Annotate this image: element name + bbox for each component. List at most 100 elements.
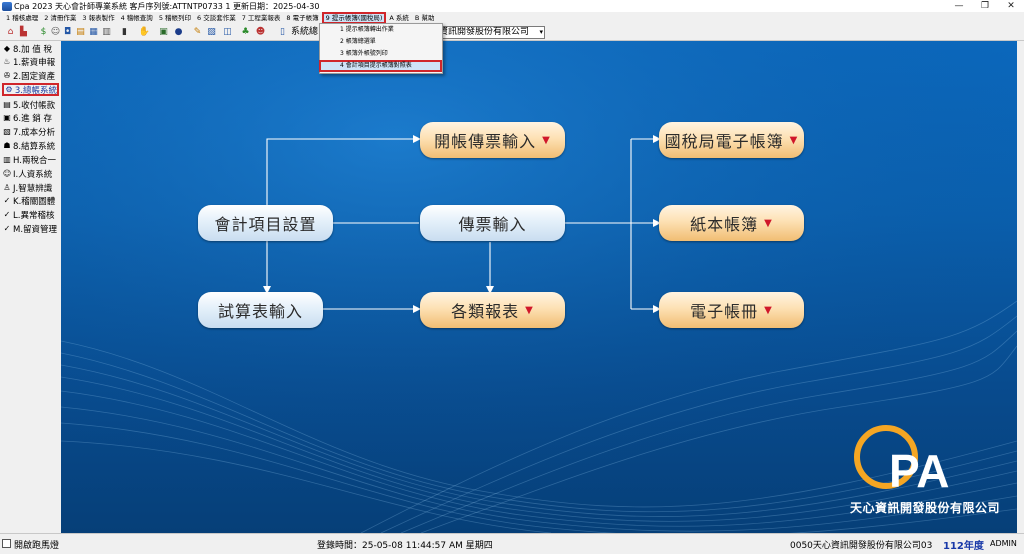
home-icon[interactable]: ⌂ [7, 27, 14, 37]
report-icon[interactable]: ▤ [76, 27, 85, 37]
sidebar-item-payment[interactable]: ▤5.收付帳款 [2, 98, 59, 111]
maximize-button[interactable]: ❐ [980, 1, 990, 11]
close-button[interactable]: ✕ [1007, 1, 1015, 11]
ledger-icon: ⚙ [5, 85, 13, 94]
opening-voucher-button[interactable]: 開帳傳票輸入 ▼ [420, 122, 565, 158]
company-select[interactable]: 資訊開發股份有限公司 ▾ [436, 26, 545, 39]
marquee-label: 開啟跑馬燈 [14, 541, 60, 551]
menu-audit[interactable]: 1 稽核處理 [6, 14, 39, 22]
user-icon[interactable]: ☺ [50, 27, 61, 37]
hr-icon: ☺ [2, 169, 12, 178]
dropdown-account-mapping[interactable]: 4 會計項目提示帳簿對照表 [319, 60, 442, 72]
sidebar-item-check[interactable]: ✓K.稽關圖體 [2, 194, 59, 207]
building-icon[interactable]: ▙ [20, 27, 27, 37]
book-icon[interactable]: ▮ [122, 27, 127, 37]
sidebar-item-label: 6.進 銷 存 [13, 113, 53, 124]
sidebar-item-ai[interactable]: ♙J.智慧辨識 [2, 181, 59, 194]
fiscal-year: 112年度 [943, 541, 984, 552]
sidebar-item-label: L.異常稽核 [13, 210, 55, 221]
account-setup-button[interactable]: 會計項目設置 [198, 205, 333, 241]
cost-icon: ▧ [3, 127, 11, 136]
menu-query[interactable]: 4 稽帳查詢 [120, 14, 153, 22]
manage-icon: ✓ [3, 224, 11, 233]
menu-list[interactable]: 2 清冊作業 [44, 14, 77, 22]
tree-icon[interactable]: ♣ [241, 27, 250, 37]
sidebar-item-tax2[interactable]: ▥H.兩稅合一 [2, 153, 59, 166]
reports-label: 各類報表 [451, 302, 520, 321]
marquee-checkbox[interactable] [2, 539, 11, 548]
voucher-input-button[interactable]: 傳票輸入 [420, 205, 565, 241]
sidebar-item-label: 7.成本分析 [13, 127, 56, 138]
document-icon[interactable]: ▥ [102, 27, 111, 37]
login-time: 登錄時間：25-05-08 11:44:57 AM 星期四 [317, 541, 493, 551]
sidebar-item-label: 8.結算系統 [13, 141, 56, 152]
sidebar-item-label: 8.加 值 稅 [13, 44, 53, 55]
sidebar-item-label: 1.薪資申報 [13, 57, 56, 68]
menu-engineering[interactable]: 7 工程業報表 [241, 14, 281, 22]
sidebar-item-cost[interactable]: ▧7.成本分析 [2, 125, 59, 138]
sidebar-item-inventory[interactable]: ▣6.進 銷 存 [2, 111, 59, 124]
opening-voucher-label: 開帳傳票輸入 [434, 132, 537, 151]
sidebar: ◆8.加 值 稅 ♨1.薪資申報 ✇2.固定資產 ⚙3.總帳系統 ▤5.收付帳款… [0, 41, 60, 533]
sidebar-item-settle[interactable]: ☗8.結算系統 [2, 139, 59, 152]
globe-icon[interactable]: ● [174, 27, 183, 37]
chart-icon[interactable]: ▧ [207, 27, 216, 37]
e-book-label: 電子帳冊 [690, 302, 759, 321]
money-icon[interactable]: $ [40, 27, 47, 37]
check2-icon: ✓ [3, 210, 11, 219]
e-book-button[interactable]: 電子帳冊 ▼ [659, 292, 804, 328]
brand-company-name: 天心資訊開發股份有限公司 [850, 501, 1001, 515]
user-name: ADMIN [990, 539, 1017, 548]
sidebar-item-vat[interactable]: ◆8.加 值 稅 [2, 42, 59, 55]
sidebar-item-anomaly[interactable]: ✓L.異常稽核 [2, 208, 59, 221]
window-title: Cpa 2023 天心會計師專業系統 客戶序列號:ATTNTP0733 1 更新… [14, 1, 320, 11]
car-icon[interactable]: ◘ [63, 27, 72, 37]
menu-exchange[interactable]: 6 交談套作業 [197, 14, 236, 22]
company-select-value: 資訊開發股份有限公司 [439, 27, 530, 37]
triangle-down-icon: ▼ [764, 217, 773, 229]
shake-icon[interactable]: ✋ [138, 27, 151, 37]
menu-print[interactable]: 5 稽帳列印 [158, 14, 192, 22]
reports-button[interactable]: 各類報表 ▼ [420, 292, 565, 328]
sidebar-item-hr[interactable]: ☺I.人資系統 [2, 167, 59, 180]
settle-icon: ☗ [3, 141, 11, 150]
dropdown-export[interactable]: 1 提示帳簿轉出作業 [340, 26, 394, 33]
menu-e-ledger[interactable]: 8 電子帳簿 [286, 14, 319, 22]
dropdown-ledger-menu[interactable]: 2 帳簿總選單 [340, 38, 376, 45]
toolbar: ⌂ ▙ $ ☺ ◘ ▤ ▦ ▥ ▮ ✋ ▣ ● ✎ ▧ ◫ ♣ ☻ ▯ 系統總 … [0, 24, 1024, 41]
tools-icon[interactable]: ✎ [193, 27, 202, 37]
paper-ledger-label: 紙本帳簿 [690, 215, 759, 234]
payroll-icon: ♨ [3, 57, 11, 66]
trial-balance-button[interactable]: 試算表輸入 [198, 292, 323, 328]
menu-help[interactable]: B 幫助 [414, 14, 435, 22]
sidebar-item-asset[interactable]: ✇2.固定資產 [2, 69, 59, 82]
payment-icon: ▤ [3, 100, 11, 109]
triangle-down-icon: ▼ [525, 304, 534, 316]
image-icon[interactable]: ◫ [223, 27, 232, 37]
display-icon[interactable]: ▣ [159, 27, 168, 37]
title-bar: Cpa 2023 天心會計師專業系統 客戶序列號:ATTNTP0733 1 更新… [0, 0, 1024, 12]
menu-system[interactable]: A 系統 [389, 14, 409, 22]
flow-connectors [263, 135, 661, 313]
tax-e-ledger-button[interactable]: 國稅局電子帳簿 ▼ [659, 122, 804, 158]
minimize-button[interactable]: — [954, 1, 964, 11]
inventory-icon: ▣ [3, 113, 11, 122]
trial-balance-label: 試算表輸入 [217, 302, 303, 321]
user-group-icon[interactable]: ☻ [255, 27, 266, 37]
sidebar-item-label: I.人資系統 [13, 169, 53, 180]
sidebar-item-label: 3.總帳系統 [14, 85, 57, 96]
sidebar-item-manage[interactable]: ✓M.留資管理 [2, 222, 59, 235]
dropdown-external-print[interactable]: 3 帳簿外帳號列印 [340, 50, 388, 57]
sidebar-item-label: H.兩稅合一 [13, 155, 56, 166]
menu-report[interactable]: 3 報表製作 [82, 14, 115, 22]
sidebar-item-ledger[interactable]: ⚙3.總帳系統 [2, 83, 59, 96]
window-controls: — ❐ ✕ [946, 0, 1024, 12]
paper-ledger-button[interactable]: 紙本帳簿 ▼ [659, 205, 804, 241]
ledger-icon[interactable]: ▯ [280, 27, 285, 37]
sidebar-item-payroll[interactable]: ♨1.薪資申報 [2, 55, 59, 68]
calendar-icon[interactable]: ▦ [89, 27, 98, 37]
right-edge [1017, 41, 1024, 533]
chevron-down-icon[interactable]: ▾ [539, 28, 543, 36]
tax-icon: ◆ [3, 44, 11, 53]
